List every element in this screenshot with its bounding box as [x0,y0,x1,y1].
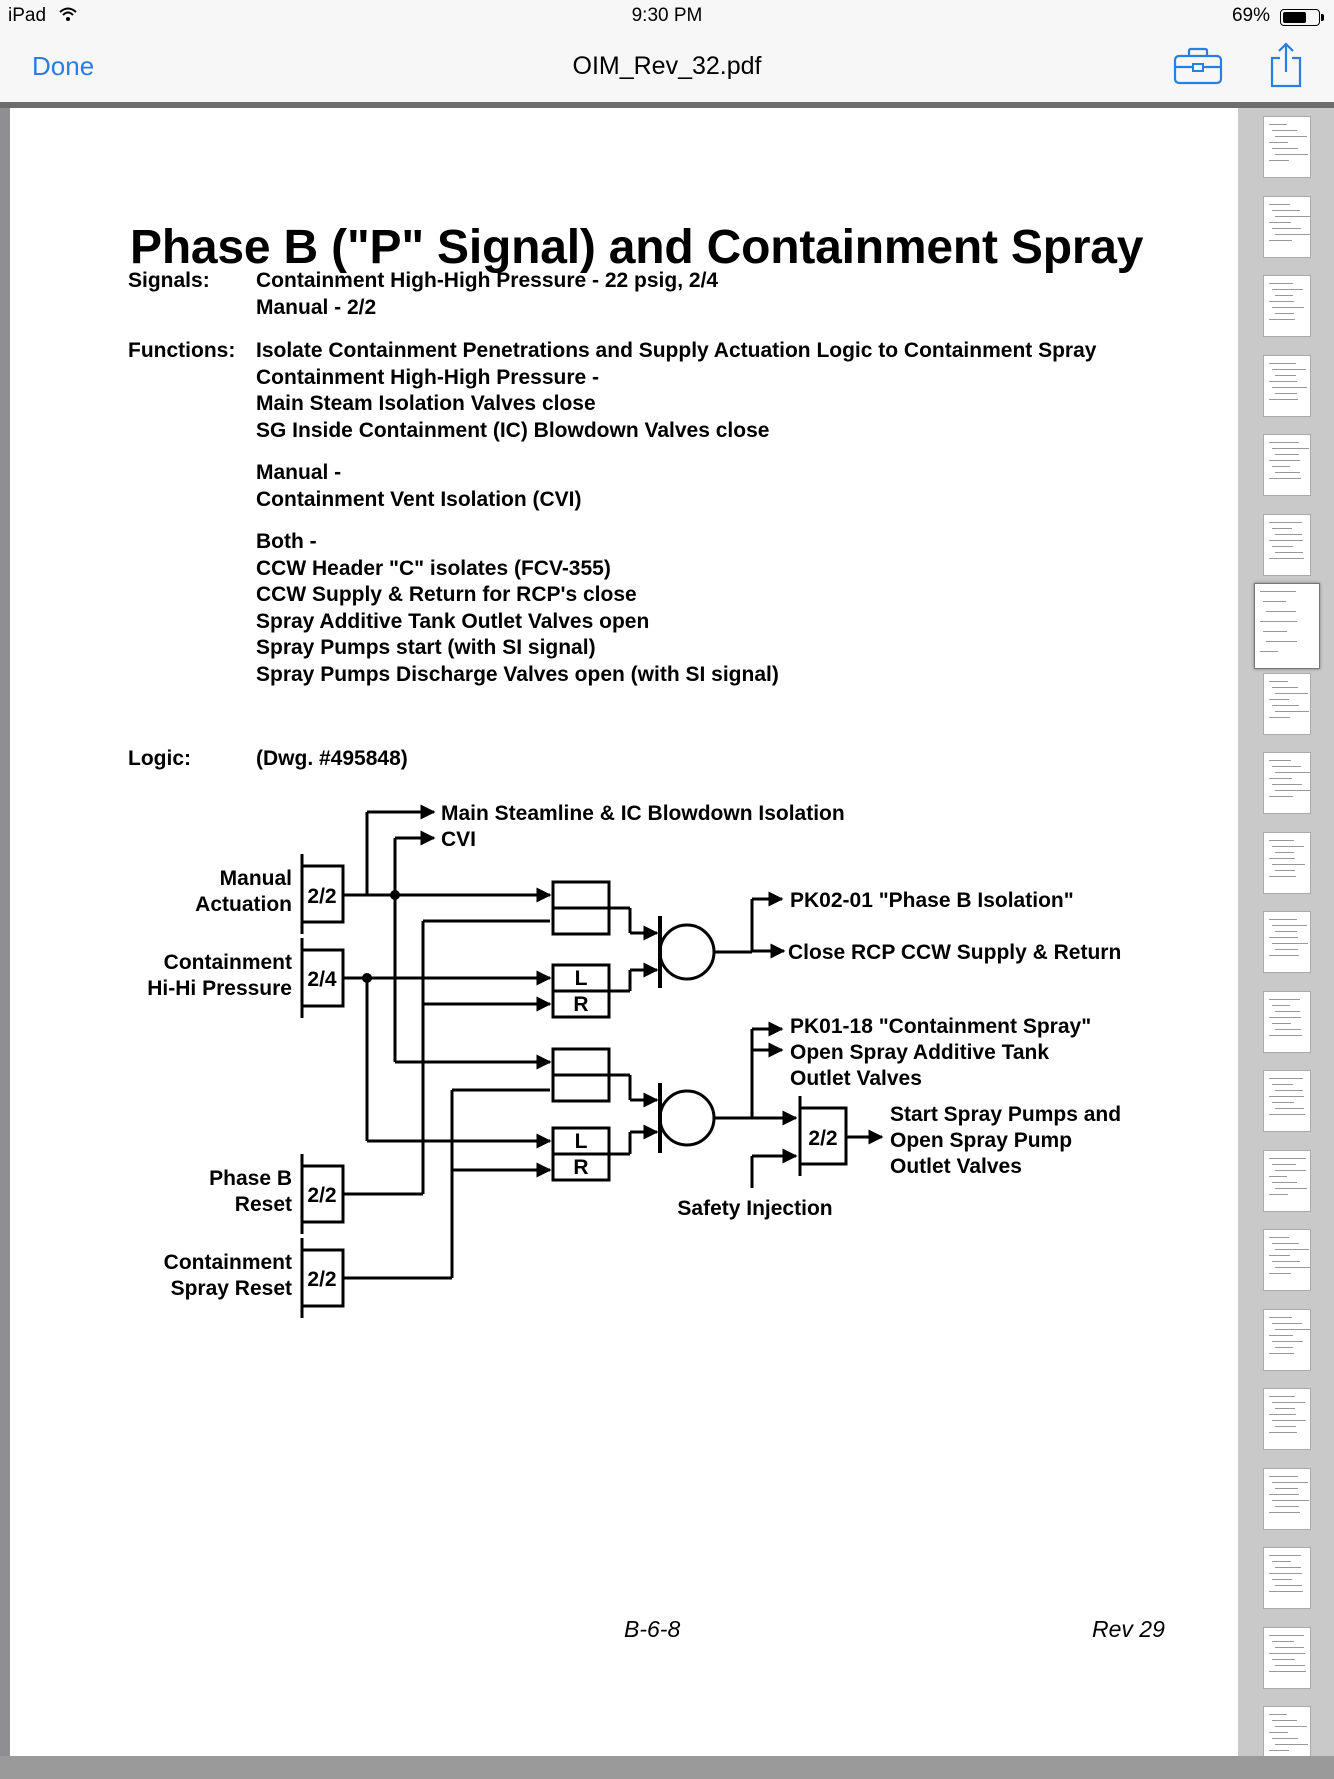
logic-diagram: Manual Actuation 2/2 Containment Hi-Hi P… [10,108,1238,1756]
page-thumbnail-current[interactable] [1254,583,1320,669]
battery-icon [1280,9,1320,26]
page-thumbnail[interactable] [1263,911,1311,973]
battery-percentage: 69% [1232,5,1270,27]
page-thumbnail[interactable] [1263,991,1311,1053]
page-thumbnail[interactable] [1263,1547,1311,1609]
revision-label: Rev 29 [1092,1616,1165,1643]
latch-label: L [575,1130,588,1153]
output-label: Outlet Valves [790,1067,922,1090]
battery-fill [1283,12,1306,23]
page-thumbnail-sidebar[interactable] [1238,108,1334,1756]
vote-label: 2/2 [307,1268,336,1291]
status-bar: iPad 9:30 PM 69% [0,0,1334,32]
input-label: Reset [235,1193,292,1216]
pdf-page[interactable]: Phase B ("P" Signal) and Containment Spr… [10,108,1238,1756]
bottom-bar [0,1756,1334,1779]
latch-box-1-bottom [553,908,609,934]
latch-label: R [573,1156,588,1179]
nav-bar: Done OIM_Rev_32.pdf [0,32,1334,103]
page-thumbnail[interactable] [1263,275,1311,337]
input-label: Actuation [195,893,292,916]
page-thumbnail[interactable] [1263,752,1311,814]
output-label: PK01-18 "Containment Spray" [790,1015,1091,1038]
page-thumbnail[interactable] [1263,1388,1311,1450]
output-label: Outlet Valves [890,1155,1022,1178]
page-thumbnail[interactable] [1263,1468,1311,1530]
page-thumbnail[interactable] [1263,1229,1311,1291]
input-label: Containment [164,1251,292,1274]
page-thumbnail[interactable] [1263,434,1311,496]
or-gate-1 [660,925,714,979]
input-label: Manual [220,867,292,890]
latch-label: R [573,993,588,1016]
or-gate-2 [660,1091,714,1145]
share-icon[interactable] [1268,42,1304,88]
latch-box-1-top [553,882,609,908]
page-thumbnail[interactable] [1263,514,1311,576]
page-number: B-6-8 [624,1616,680,1643]
page-thumbnail[interactable] [1263,116,1311,178]
output-label: PK02-01 "Phase B Isolation" [790,889,1074,912]
output-label: Open Spray Pump [890,1129,1072,1152]
page-thumbnail[interactable] [1263,1070,1311,1132]
input-label: Hi-Hi Pressure [147,977,292,1000]
page-thumbnail[interactable] [1263,1150,1311,1212]
vote-label: 2/2 [808,1127,837,1150]
output-label: Close RCP CCW Supply & Return [788,941,1121,964]
latch-label: L [575,967,588,990]
output-label: Safety Injection [677,1197,832,1220]
page-thumbnail[interactable] [1263,355,1311,417]
input-label: Spray Reset [171,1277,292,1300]
output-label: Open Spray Additive Tank [790,1041,1049,1064]
diagram-lines [302,812,882,1318]
output-label: CVI [441,828,476,851]
output-label: Start Spray Pumps and [890,1103,1121,1126]
vote-label: 2/2 [307,1184,336,1207]
page-thumbnail[interactable] [1263,832,1311,894]
page-thumbnail[interactable] [1263,196,1311,258]
toolbox-icon[interactable] [1172,46,1224,86]
vote-label: 2/2 [307,885,336,908]
page-thumbnail[interactable] [1263,1627,1311,1689]
vote-label: 2/4 [307,968,337,991]
clock: 9:30 PM [0,5,1334,27]
latch-box-2-bottom [553,1075,609,1101]
page-thumbnail[interactable] [1263,1309,1311,1371]
input-label: Containment [164,951,292,974]
latch-box-2-top [553,1049,609,1075]
output-label: Main Steamline & IC Blowdown Isolation [441,802,845,825]
page-thumbnail[interactable] [1263,673,1311,735]
document-title: OIM_Rev_32.pdf [0,52,1334,81]
input-label: Phase B [209,1167,292,1190]
